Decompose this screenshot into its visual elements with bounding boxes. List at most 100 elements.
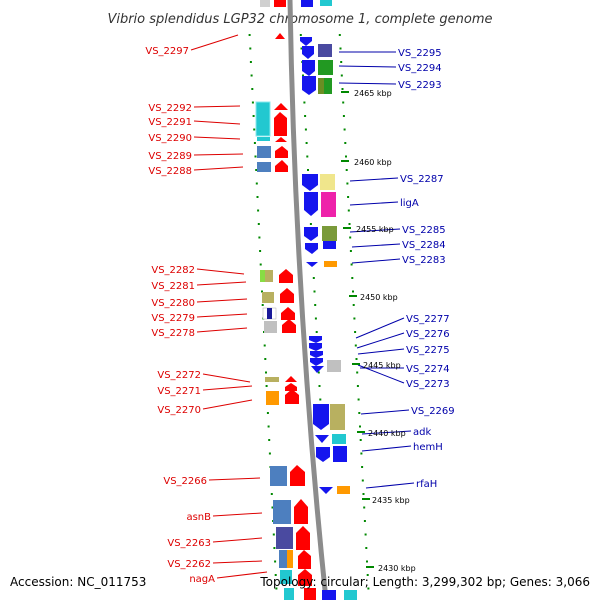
gene-label-naga[interactable]: nagA xyxy=(189,574,215,585)
ring-dot xyxy=(340,74,343,77)
gene-label-vs2283[interactable]: VS_2283 xyxy=(402,255,446,266)
gene-label-vs2271[interactable]: VS_2271 xyxy=(157,386,201,397)
gene-label-vs2292[interactable]: VS_2292 xyxy=(148,103,192,114)
ring-dot xyxy=(343,128,346,131)
gene-label-vs2285[interactable]: VS_2285 xyxy=(402,225,446,236)
ring-dot xyxy=(313,290,316,293)
ring-dot xyxy=(345,169,348,171)
ring-dot xyxy=(354,344,357,347)
ring-dot xyxy=(271,506,274,509)
gene-label-vs2279[interactable]: VS_2279 xyxy=(151,313,195,324)
gene-label-vs2276[interactable]: VS_2276 xyxy=(406,329,450,340)
ring-dot xyxy=(304,115,307,117)
gene-label-asnb[interactable]: asnB xyxy=(186,512,211,523)
ring-dot xyxy=(349,236,352,239)
ring-dot xyxy=(319,398,322,401)
ring-dot xyxy=(255,169,258,171)
gene-label-vs2294[interactable]: VS_2294 xyxy=(398,63,442,74)
ring-dot xyxy=(365,547,368,549)
gene-label-vs2289[interactable]: VS_2289 xyxy=(148,151,192,162)
ring-dot xyxy=(339,47,342,50)
ring-dot xyxy=(306,155,309,158)
gene-label-vs2282[interactable]: VS_2282 xyxy=(151,265,195,276)
tick-label-2455: 2455 kbp xyxy=(356,225,394,234)
gene-label-vs2284[interactable]: VS_2284 xyxy=(402,240,446,251)
ring-dot xyxy=(254,155,257,158)
ring-dot xyxy=(361,466,364,468)
gene-label-vs2275[interactable]: VS_2275 xyxy=(406,345,450,356)
gene-label-vs2266[interactable]: VS_2266 xyxy=(163,476,207,487)
ring-dot xyxy=(350,263,353,266)
ring-dot xyxy=(345,155,347,158)
ring-dot xyxy=(270,493,273,495)
gene-label-vs2287[interactable]: VS_2287 xyxy=(400,174,444,185)
ring-dot xyxy=(257,223,260,225)
ring-dot xyxy=(249,61,252,63)
ring-dot xyxy=(303,101,306,104)
tick-label-2450: 2450 kbp xyxy=(360,293,398,302)
ring-dot xyxy=(253,142,256,144)
ring-dot xyxy=(354,331,357,333)
ring-dot xyxy=(250,74,253,77)
gene-label-vs2269[interactable]: VS_2269 xyxy=(411,406,455,417)
gene-label-rfah[interactable]: rfaH xyxy=(416,479,437,490)
ring-dot xyxy=(364,533,367,536)
gene-label-vs2278[interactable]: VS_2278 xyxy=(151,328,195,339)
ring-dot xyxy=(273,547,276,549)
ring-dot xyxy=(258,236,261,239)
ring-dot xyxy=(360,452,363,455)
ring-dot xyxy=(263,344,266,347)
gene-label-vs2263[interactable]: VS_2263 xyxy=(167,538,211,549)
gene-label-vs2290[interactable]: VS_2290 xyxy=(148,133,192,144)
topology-text: Topology: circular; Length: 3,299,302 bp… xyxy=(259,575,590,589)
ring-dot xyxy=(266,412,269,414)
ring-dot xyxy=(363,520,366,522)
ring-dot xyxy=(367,587,370,590)
ring-dot xyxy=(265,371,267,374)
tick-label-2460: 2460 kbp xyxy=(354,158,392,167)
ring-dot xyxy=(312,277,315,279)
ring-dot xyxy=(261,290,263,293)
ring-dot xyxy=(346,182,349,185)
ring-dot xyxy=(265,385,268,387)
gene-label-vs2288[interactable]: VS_2288 xyxy=(148,166,192,177)
ring-dot xyxy=(314,317,317,320)
ring-dot xyxy=(338,34,341,36)
ring-dot xyxy=(352,304,355,306)
ring-dot xyxy=(248,34,251,36)
ring-dot xyxy=(353,317,356,320)
gene-label-vs2293[interactable]: VS_2293 xyxy=(398,80,442,91)
gene-label-vs2272[interactable]: VS_2272 xyxy=(157,370,201,381)
ring-dot xyxy=(299,34,302,36)
gene-label-vs2273[interactable]: VS_2273 xyxy=(406,379,450,390)
ring-dot xyxy=(347,209,350,212)
ring-dot xyxy=(257,209,260,212)
ring-dot xyxy=(366,560,368,563)
gene-label-vs2274[interactable]: VS_2274 xyxy=(406,364,450,375)
ring-dot xyxy=(274,574,277,576)
ring-dot xyxy=(356,371,359,374)
tick-label-2465: 2465 kbp xyxy=(354,89,392,98)
ring-dot xyxy=(349,250,352,252)
gene-label-vs2270[interactable]: VS_2270 xyxy=(157,405,201,416)
ring-dot xyxy=(315,331,318,333)
gene-label-vs2295[interactable]: VS_2295 xyxy=(398,48,442,59)
ring-dot xyxy=(305,142,308,144)
ring-dot xyxy=(356,385,359,387)
left-strand-genes xyxy=(255,0,316,600)
gene-label-vs2297[interactable]: VS_2297 xyxy=(145,46,189,57)
ring-dot xyxy=(341,88,344,90)
gene-label-vs2277[interactable]: VS_2277 xyxy=(406,314,450,325)
accession-text: Accession: NC_011753 xyxy=(10,575,146,589)
gene-label-vs2281[interactable]: VS_2281 xyxy=(151,281,195,292)
gene-label-vs2291[interactable]: VS_2291 xyxy=(148,117,192,128)
right-strand-genes xyxy=(300,0,357,600)
ring-dot xyxy=(318,385,321,387)
gene-label-hemh[interactable]: hemH xyxy=(413,442,443,453)
ring-dot xyxy=(255,182,258,185)
ring-dot xyxy=(304,128,307,131)
gene-label-adk[interactable]: adk xyxy=(413,427,431,438)
gene-label-vs2262[interactable]: VS_2262 xyxy=(167,559,211,570)
gene-label-vs2280[interactable]: VS_2280 xyxy=(151,298,195,309)
gene-label-liga[interactable]: ligA xyxy=(400,198,419,209)
